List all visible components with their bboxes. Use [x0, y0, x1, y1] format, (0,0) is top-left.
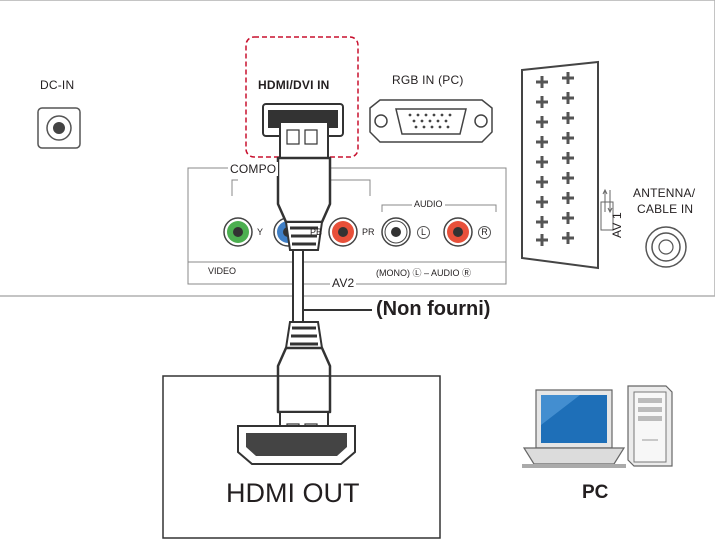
- antenna-label-line1: ANTENNA/: [633, 186, 696, 200]
- scart-av1-port: [521, 60, 599, 270]
- antenna-label-line2: CABLE IN: [637, 202, 694, 216]
- pr-label: PR: [362, 227, 375, 237]
- cable-not-supplied-label: (Non fourni): [376, 298, 491, 320]
- hdmi-out-port: [237, 425, 356, 465]
- hdmi-out-label: HDMI OUT: [226, 478, 360, 508]
- hdmi-cable: [292, 249, 304, 329]
- dc-in-label: DC-IN: [40, 78, 75, 92]
- hdmi-dvi-in-label: HDMI/DVI IN: [258, 78, 330, 92]
- dc-in-port: [37, 107, 81, 149]
- rca-jack-y: [223, 217, 253, 247]
- rgb-in-label: RGB IN (PC): [392, 73, 464, 87]
- rgb-in-port: [369, 99, 493, 143]
- rca-jack-audio-l: [381, 217, 411, 247]
- tv-back-panel: [0, 0, 715, 297]
- laptop-icon: [522, 389, 626, 468]
- av1-arrows-icon: [600, 188, 614, 231]
- r-label: R: [478, 226, 491, 239]
- av2-label: AV2: [330, 276, 357, 290]
- video-label: VIDEO: [208, 266, 237, 276]
- rca-jack-pr: [328, 217, 358, 247]
- source-device-box: [162, 375, 441, 539]
- pc-label: PC: [582, 482, 609, 503]
- hdmi-cable-plug-top: [276, 121, 332, 251]
- rca-jack-audio-r: [443, 217, 473, 247]
- antenna-port: [645, 226, 687, 268]
- audio-label: AUDIO: [412, 199, 445, 209]
- av1-label: AV 1: [610, 212, 624, 238]
- pb-label: PB: [310, 227, 323, 237]
- l-label: L: [417, 226, 430, 239]
- y-label: Y: [257, 227, 264, 237]
- mono-audio-label: (MONO) Ⓛ – AUDIO Ⓡ: [376, 268, 472, 278]
- component-label: COMPO: [228, 162, 279, 176]
- desktop-tower-icon: [627, 385, 673, 467]
